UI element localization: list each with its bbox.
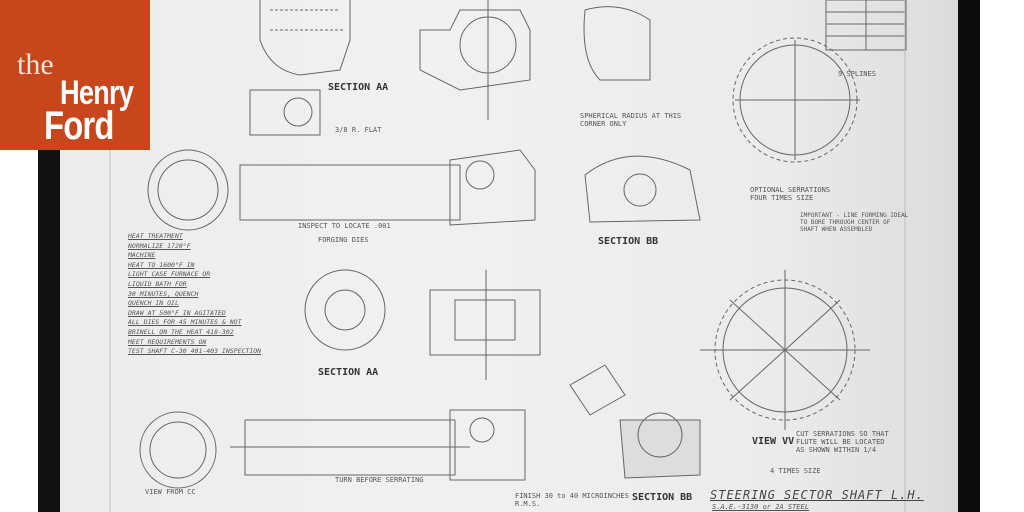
logo-text-henry: Henry	[60, 74, 134, 112]
middle-sections	[304, 269, 541, 380]
note: 3/8 R. FLAT	[335, 126, 382, 134]
revision-table	[825, 0, 907, 51]
note-line: QUENCH IN OIL	[128, 299, 179, 308]
note-line: ALL DIES FOR 45 MINUTES & NOT	[128, 318, 242, 327]
note-line: TEST SHAFT C-30 401-403 INSPECTION	[128, 347, 262, 356]
section-label: SECTION BB	[598, 236, 659, 247]
top-section-aa	[249, 0, 351, 136]
section-label: SECTION AA	[318, 367, 379, 378]
section-label: SECTION BB	[632, 492, 693, 503]
logo-text-the: the	[17, 48, 54, 81]
logo-text-ford: Ford	[44, 104, 114, 148]
note: FORGING DIES	[318, 236, 369, 244]
note: IMPORTANT - LINE FORMING IDEAL TO BORE T…	[800, 212, 909, 233]
note-line: LIGHT CASE FURNACE OR	[128, 270, 211, 279]
gear-serration-top	[732, 37, 860, 163]
film-border-left	[38, 150, 60, 512]
note: INSPECT TO LOCATE .001	[298, 222, 391, 230]
material-spec: S.A.E.-3130 or 2A STEEL	[712, 503, 809, 511]
henry-ford-logo: the Henry Ford	[0, 0, 150, 150]
note: FINISH 30 to 40 MICROINCHES R.M.S.	[515, 492, 629, 508]
note: 4 TIMES SIZE	[770, 467, 821, 475]
note: TURN BEFORE SERRATING	[335, 476, 424, 484]
note: OPTIONAL SERRATIONS FOUR TIMES SIZE	[750, 186, 831, 202]
blueprint-paper	[60, 0, 958, 512]
note-line: DRAW AT 500°F IN AGITATED	[128, 308, 226, 317]
page-margin	[980, 0, 1024, 512]
section-label: SECTION AA	[328, 82, 389, 93]
note-line: MEET REQUIREMENTS ON	[128, 337, 207, 346]
note: SPHERICAL RADIUS AT THIS CORNER ONLY	[580, 112, 682, 128]
bottom-shaft	[139, 364, 701, 489]
note: CUT SERRATIONS SO THAT FLUTE WILL BE LOC…	[796, 430, 889, 454]
note: 9 SPLINES	[838, 70, 876, 78]
note-line: LIQUID BATH FOR	[128, 279, 187, 288]
heat-treatment-notes: HEAT TREATMENT NORMALIZE 1720°F MACHINE …	[128, 232, 318, 357]
gear-serration-bottom	[700, 270, 870, 430]
view-label: VIEW FROM CC	[145, 488, 196, 496]
note-line: MACHINE	[128, 251, 156, 260]
note-line: NORMALIZE 1720°F	[128, 241, 191, 250]
drawing-title: STEERING SECTOR SHAFT L.H.	[710, 488, 924, 502]
view-label: VIEW VV	[752, 436, 795, 447]
note-line: BRINELL ON THE HEAT 418-302	[128, 327, 234, 336]
top-section-bb	[419, 0, 651, 120]
note-line: HEAT TREATMENT	[128, 232, 183, 240]
note-line: 30 MINUTES, QUENCH	[128, 289, 199, 298]
shaft-side-view	[147, 149, 701, 231]
film-border-right	[958, 0, 980, 512]
note-line: HEAT TO 1600°F IN	[128, 260, 195, 269]
